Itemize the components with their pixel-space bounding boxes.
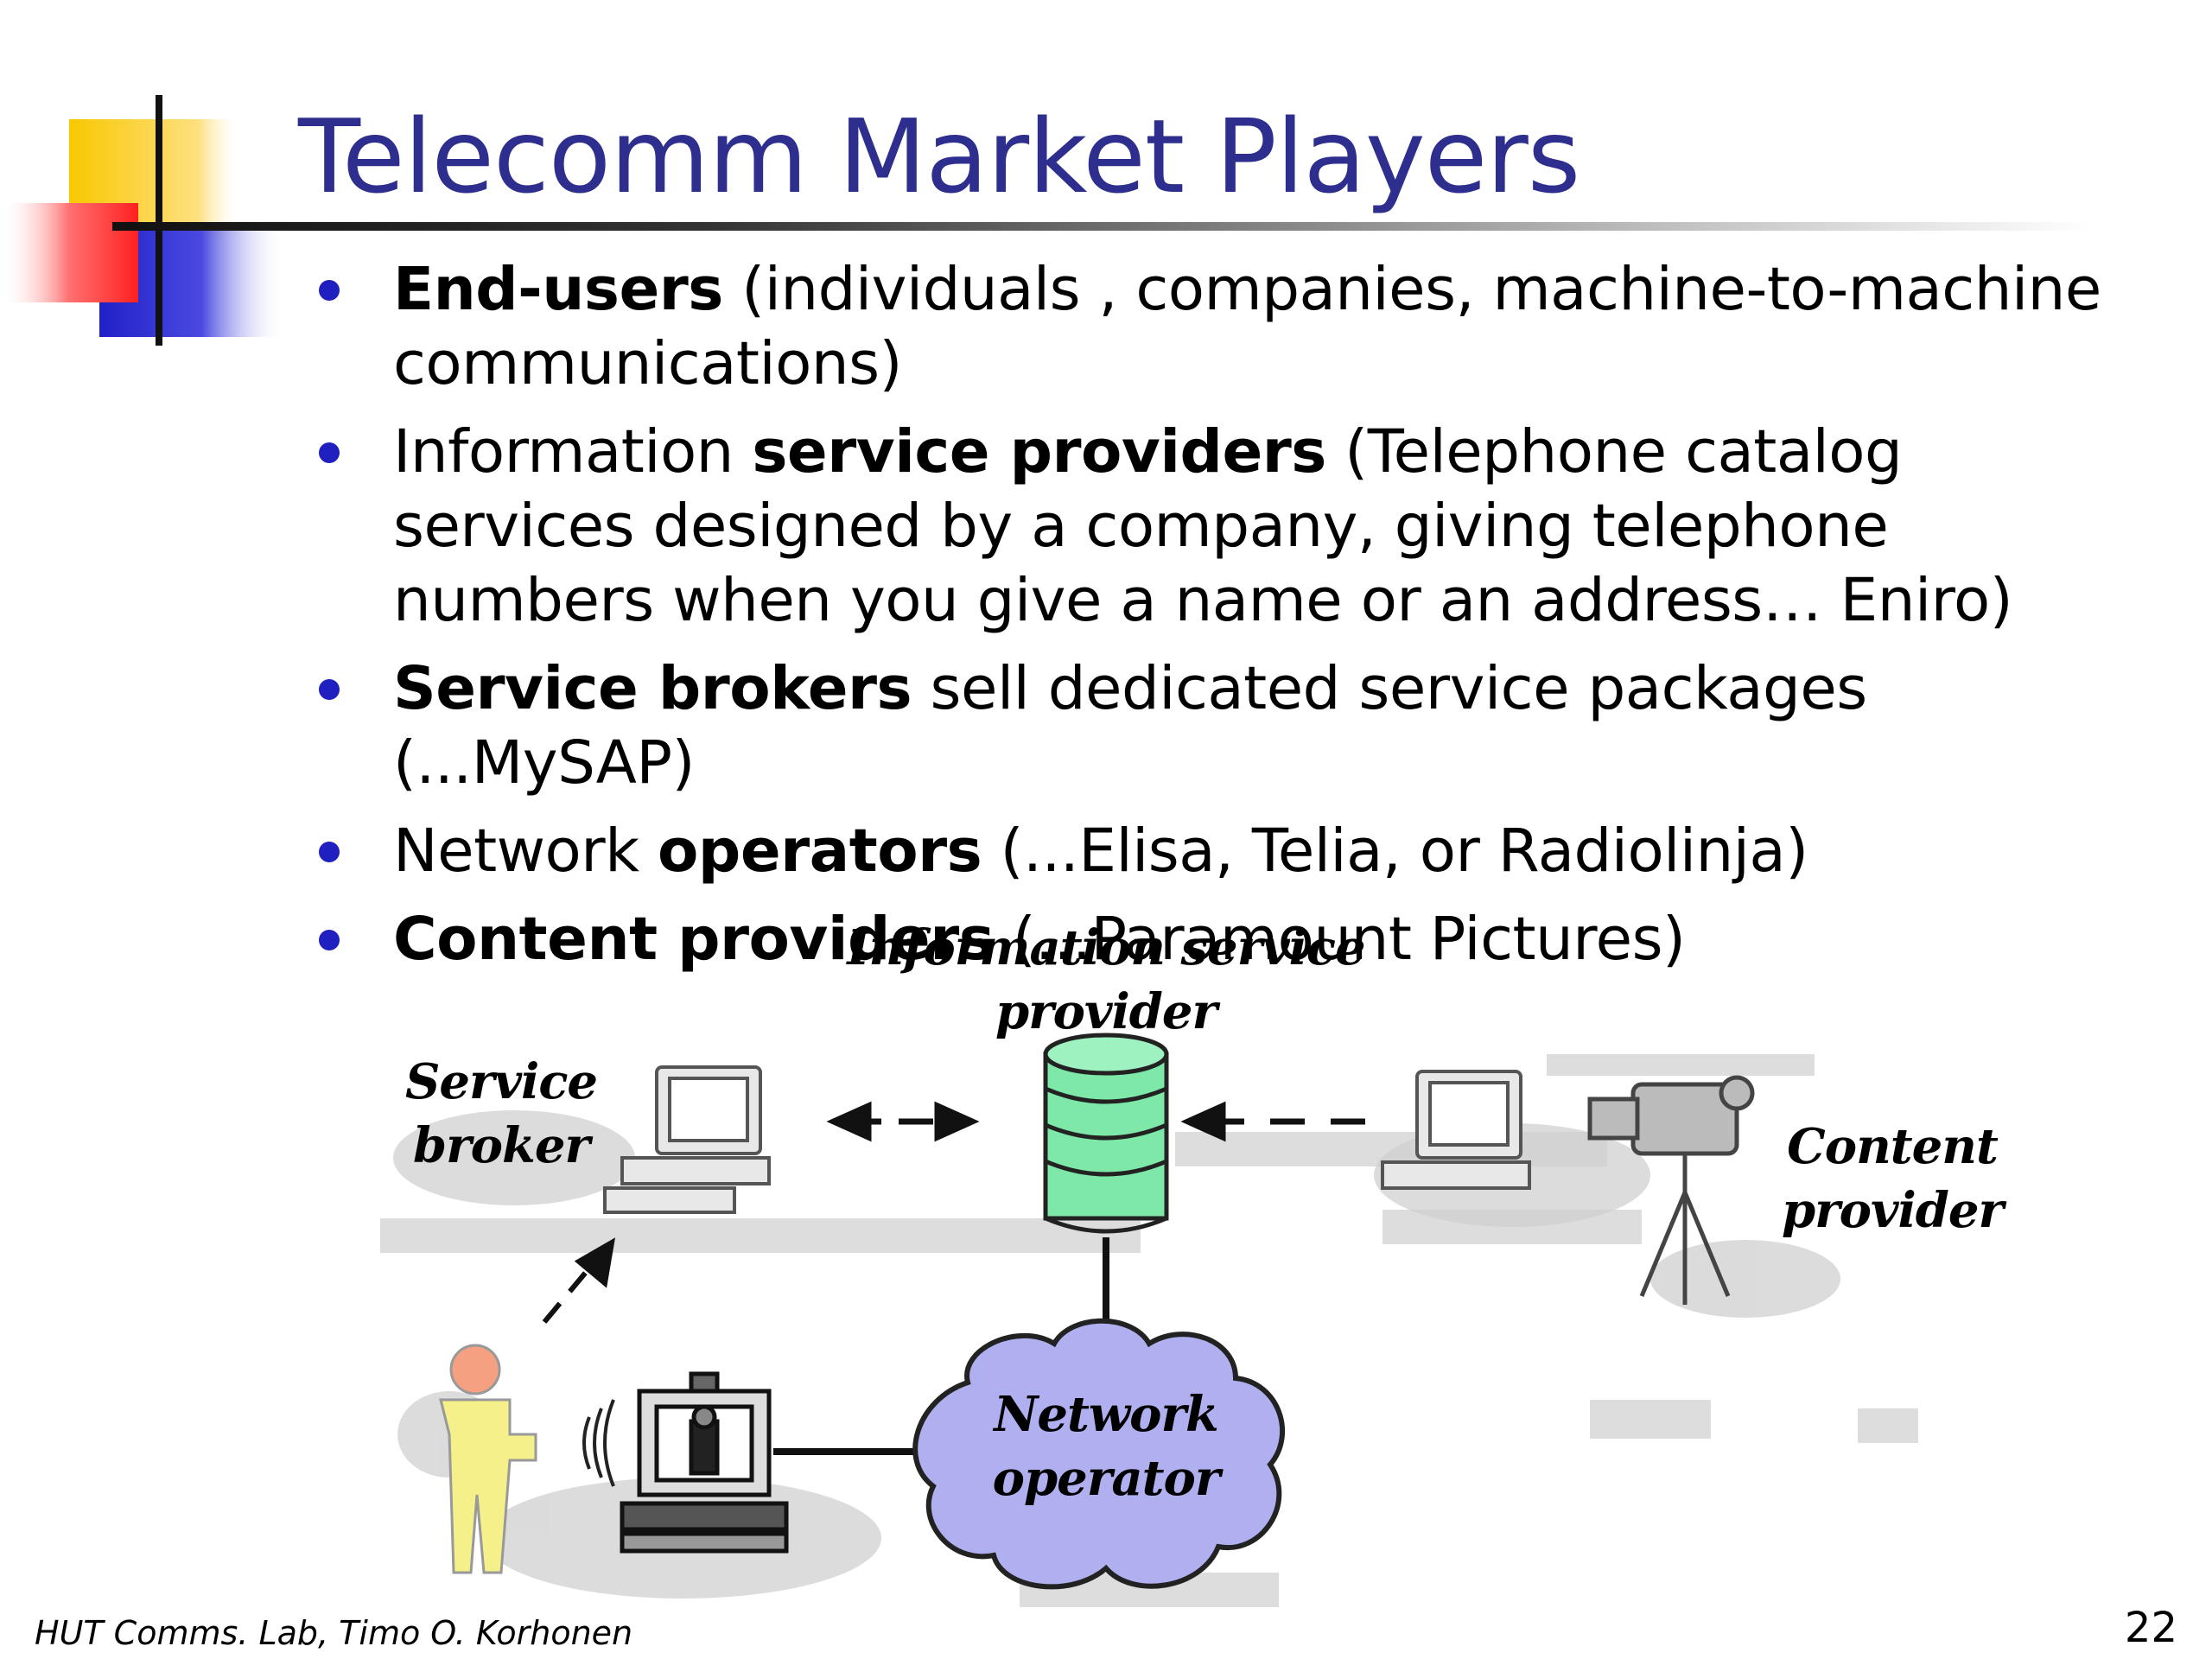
- bullet-dot: [319, 280, 340, 301]
- bullet-dot: [319, 930, 340, 950]
- bullet-keyword: End-users: [393, 255, 723, 324]
- broker-shadow: [393, 1110, 635, 1205]
- bullet-keyword: Service brokers: [393, 654, 912, 723]
- bullet-content-providers: Content providers (...Paramount Pictures…: [298, 902, 2121, 976]
- bullet-dot: [319, 679, 340, 700]
- database-icon: [1043, 1033, 1169, 1234]
- title-decoration: [0, 95, 285, 346]
- wireless-icon: [582, 1399, 615, 1487]
- cloud-icon: [912, 1318, 1286, 1590]
- computer-icon: [603, 1065, 771, 1214]
- page-number: 22: [2124, 1604, 2177, 1652]
- camera-icon: [1587, 1075, 1755, 1305]
- computer-icon: [1381, 1070, 1531, 1190]
- slide-title: Telecomm Market Players: [298, 97, 1580, 216]
- bullet-keyword: operators: [658, 817, 982, 886]
- bullet-keyword: Content providers: [393, 905, 995, 974]
- bullet-list: End-users (individuals , companies, mach…: [298, 252, 2121, 990]
- title-underline: [112, 222, 2091, 231]
- market-diagram: Information service provider Service bro…: [363, 899, 2022, 1642]
- bullet-end-users: End-users (individuals , companies, mach…: [298, 252, 2121, 401]
- bullet-service-providers: Information service providers (Telephone…: [298, 415, 2121, 638]
- bullet-dot: [319, 442, 340, 463]
- user-figure-icon: [439, 1344, 537, 1574]
- bullet-network-operators: Network operators (...Elisa, Telia, or R…: [298, 814, 2121, 888]
- bullet-dot: [319, 842, 340, 862]
- bullet-keyword: service providers: [752, 417, 1326, 486]
- footer-author: HUT Comms. Lab, Timo O. Korhonen: [35, 1614, 633, 1652]
- content-arrow: [1180, 1101, 1365, 1142]
- camera-shadow: [1650, 1240, 1840, 1318]
- bidirectional-arrow: [826, 1101, 980, 1142]
- content-provider-label: Content provider: [1781, 1118, 2004, 1239]
- isp-label: Information service provider: [847, 919, 1365, 1040]
- service-broker-label: Service broker: [404, 1053, 598, 1174]
- network-operator-label: Network operator: [992, 1386, 1221, 1507]
- user-to-broker-arrow: [542, 1237, 616, 1324]
- background-noise: [380, 1054, 1918, 1607]
- video-terminal-icon: [620, 1371, 789, 1554]
- bullet-service-brokers: Service brokers sell dedicated service p…: [298, 652, 2121, 800]
